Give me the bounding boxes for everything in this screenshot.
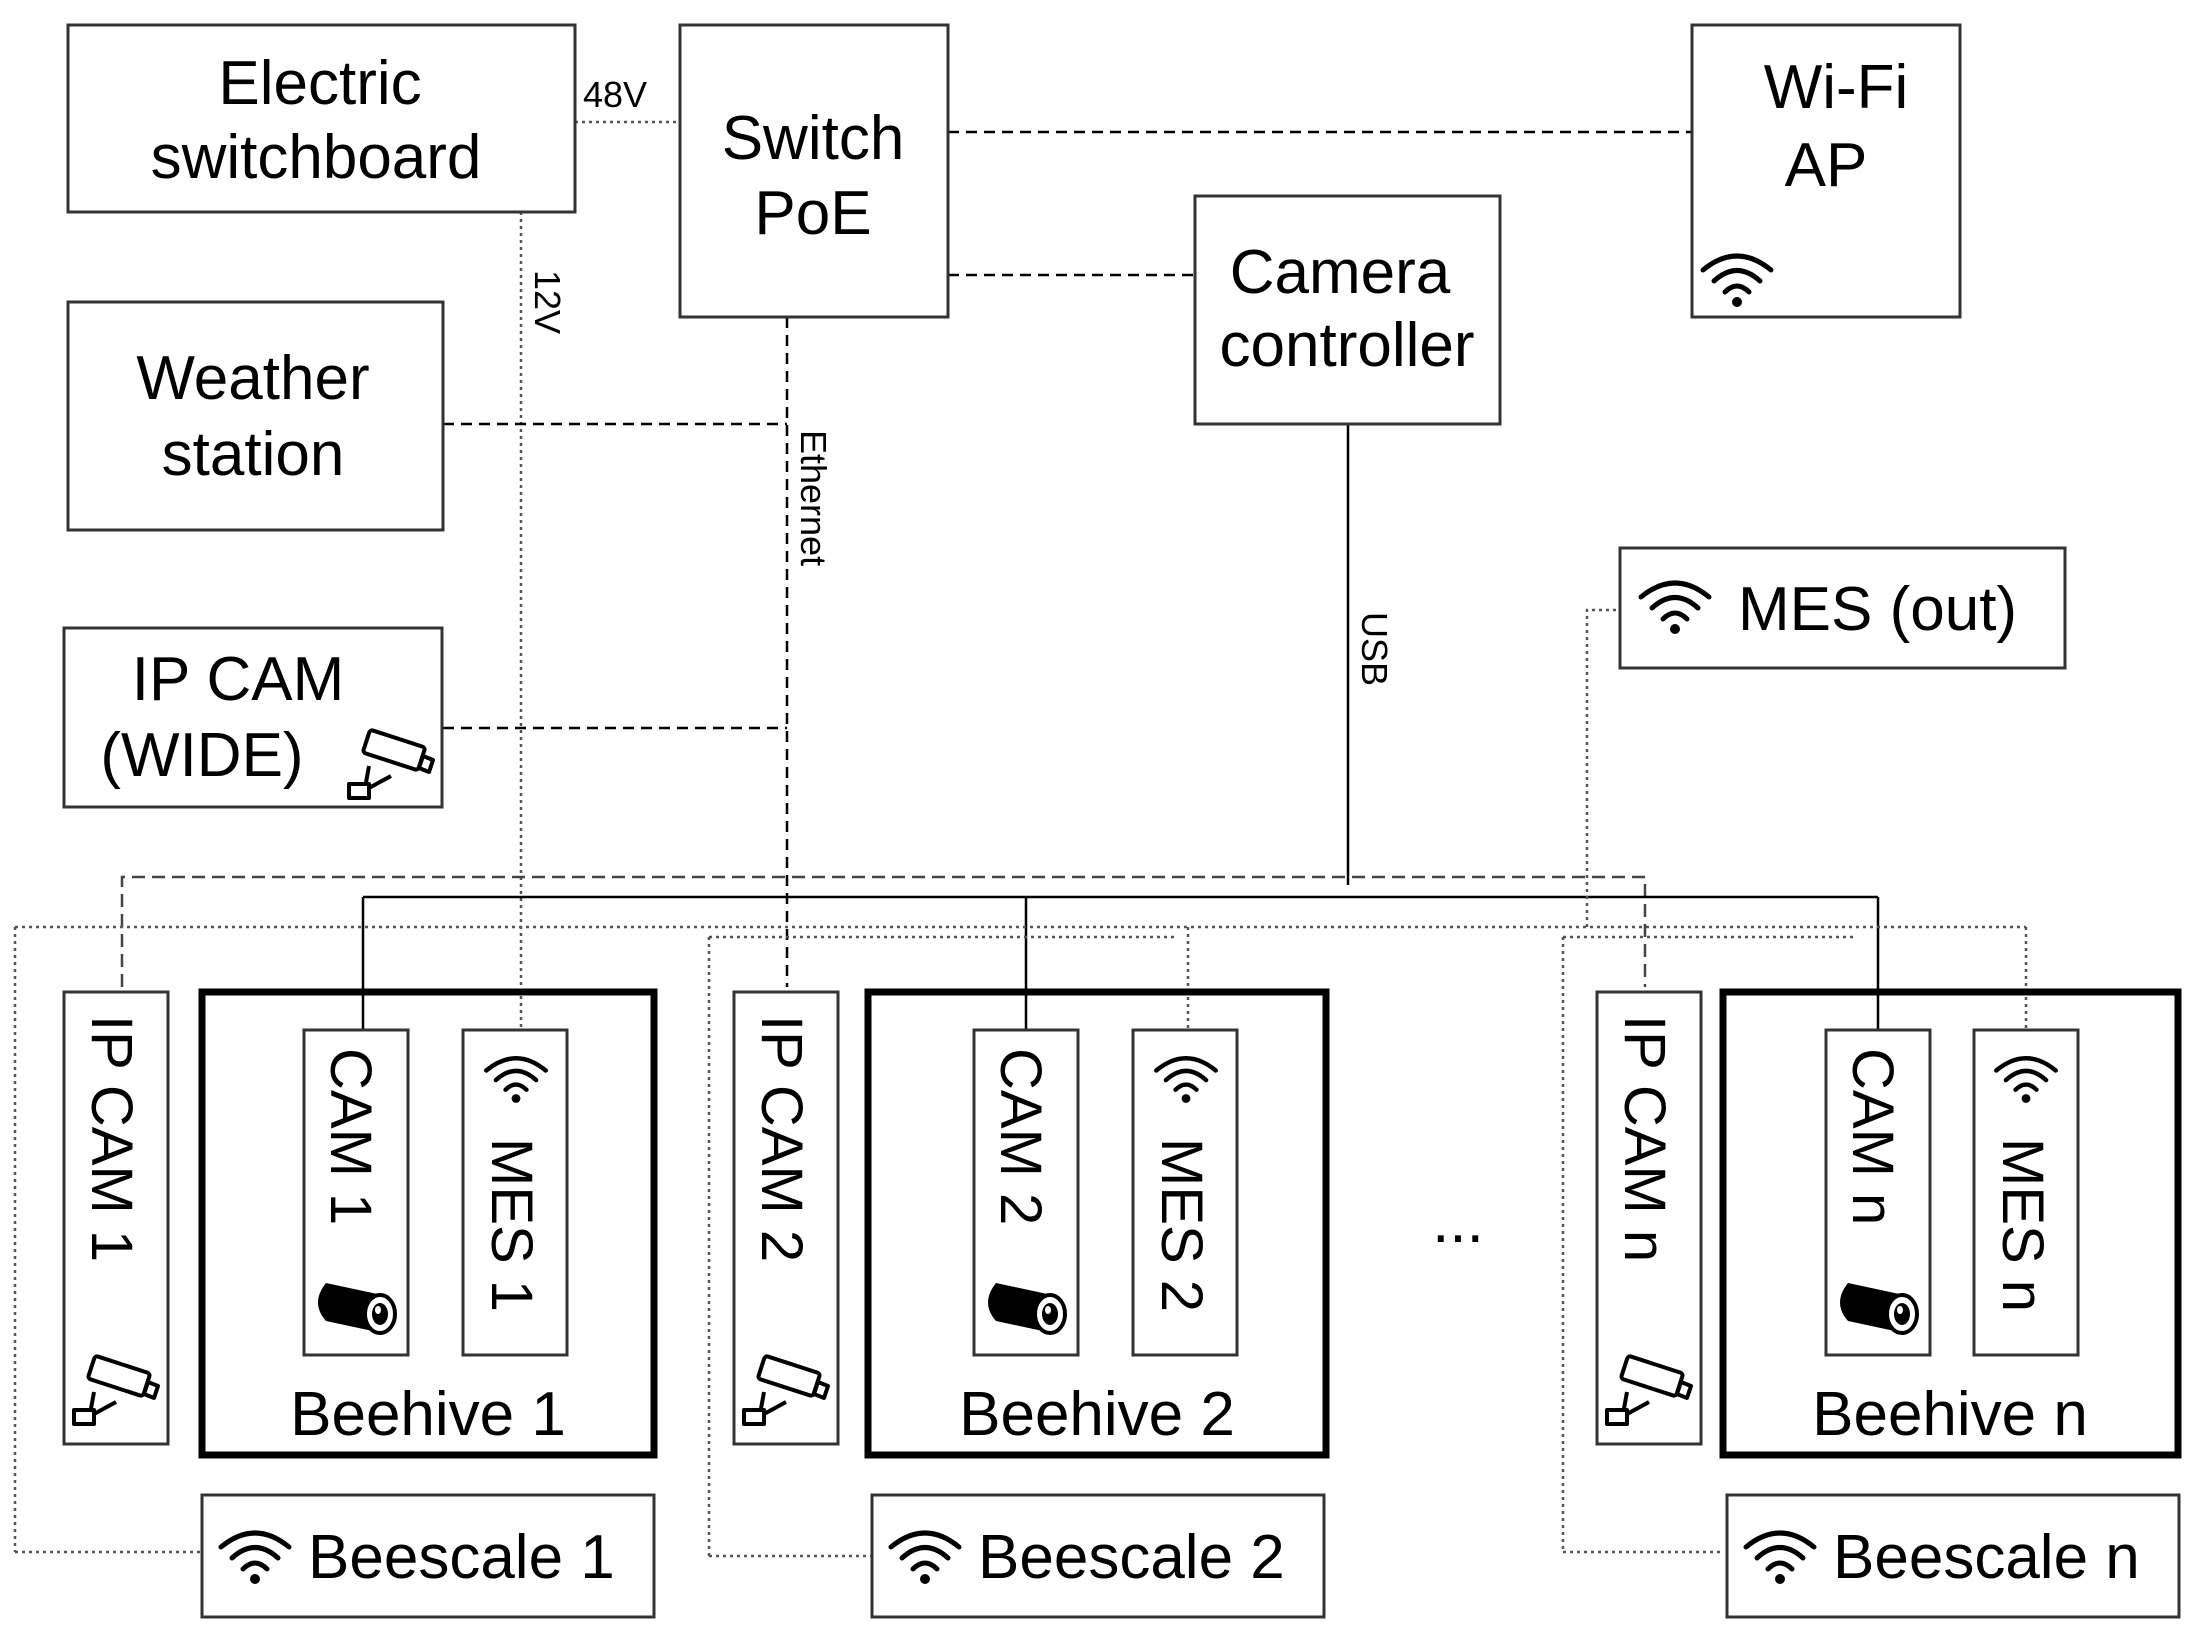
ip-cam-wide-label-line1: IP CAM [132, 645, 344, 714]
switchboard-label-line1: Electric [218, 49, 421, 118]
camera-controller-label-line1: Camera [1230, 238, 1451, 307]
ip-cam-node: IP CAM 2 [732, 990, 840, 1446]
mes-out-label: MES (out) [1738, 575, 2017, 644]
wifi-ap-label-line2: AP [1785, 131, 1868, 200]
cam-label: CAM 2 [988, 1048, 1053, 1225]
beescale-node: Beescale 1 [200, 1493, 656, 1619]
mes-node: MES n [1972, 1028, 2080, 1357]
switchboard-label-line2: switchboard [151, 123, 482, 192]
beehive-frame [864, 988, 1330, 1459]
connections [13, 120, 2028, 1558]
mes-label: MES 2 [1149, 1138, 1214, 1312]
beescale-node: Beescale n [1725, 1493, 2181, 1619]
ellipsis: ... [1432, 1187, 1484, 1256]
weather-station-label-line2: station [162, 420, 345, 489]
weather-station-label-line1: Weather [136, 344, 369, 413]
edge-label-ethernet: Ethernet [793, 430, 834, 566]
beescale-label: Beescale 1 [308, 1523, 615, 1592]
mes-node: MES 2 [1131, 1028, 1239, 1357]
switch-poe-node: Switch PoE [678, 23, 950, 319]
wifi-ap-node: Wi-Fi AP [1690, 23, 1962, 319]
ip-cam-label: IP CAM n [1612, 1015, 1677, 1262]
mes-node: MES 1 [461, 1028, 569, 1357]
beehive-group-n: IP CAM n CAM n MES n Beehive n Beescale … [1595, 988, 2182, 1619]
ip-cam-node: IP CAM n [1595, 990, 1703, 1446]
beehive-group-2: IP CAM 2 CAM 2 MES 2 Beehive 2 Beescale … [732, 988, 1330, 1619]
beehive-label: Beehive 2 [959, 1380, 1235, 1449]
beehive-label: Beehive n [1812, 1380, 2088, 1449]
beehive-label: Beehive 1 [290, 1380, 566, 1449]
wifi-ap-label-line1: Wi-Fi [1764, 53, 1909, 122]
switch-poe-label-line1: Switch [722, 104, 905, 173]
mes-label: MES n [1990, 1138, 2055, 1312]
beehive-frame [198, 988, 658, 1459]
cam-label: CAM n [1840, 1048, 1905, 1225]
ip-cam-label: IP CAM 1 [79, 1015, 144, 1262]
camera-controller-label-line2: controller [1220, 311, 1475, 380]
edge-label-12v: 12V [527, 270, 568, 334]
beescale-label: Beescale 2 [978, 1523, 1285, 1592]
ip-cam-wide-label-line2: (WIDE) [100, 721, 303, 790]
edge-label-48v: 48V [583, 74, 647, 115]
ip-cam-node: IP CAM 1 [62, 990, 170, 1446]
beescale-label: Beescale n [1833, 1523, 2140, 1592]
electric-switchboard-node: Electric switchboard [66, 23, 577, 214]
cam-label: CAM 1 [318, 1048, 383, 1225]
beescale-node: Beescale 2 [870, 1493, 1326, 1619]
switch-poe-label-line2: PoE [754, 179, 871, 248]
beehive-group-1: IP CAM 1 CAM 1 MES 1 Beehive 1 Beescale … [62, 988, 658, 1619]
camera-controller-node: Camera controller [1193, 194, 1502, 426]
beehive-frame [1719, 988, 2182, 1459]
cam-node: CAM 2 [972, 1028, 1080, 1357]
ip-cam-label: IP CAM 2 [749, 1015, 814, 1262]
ip-cam-wide-node: IP CAM (WIDE) [62, 626, 444, 809]
mes-out-node: MES (out) [1618, 546, 2067, 670]
weather-station-node: Weather station [66, 300, 445, 532]
cam-node: CAM n [1824, 1028, 1932, 1357]
edge-label-usb: USB [1354, 612, 1395, 686]
cam-node: CAM 1 [302, 1028, 410, 1357]
mes-label: MES 1 [479, 1138, 544, 1312]
